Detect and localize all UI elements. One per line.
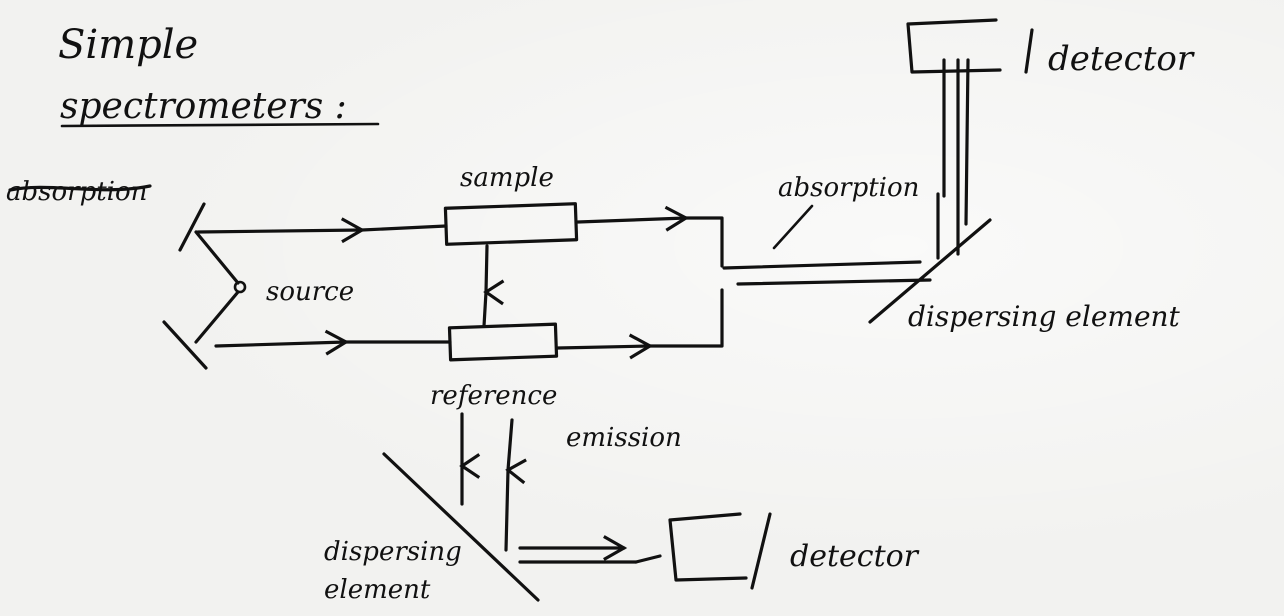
emission-arrow-right bbox=[508, 420, 512, 470]
label-detector-top: detector bbox=[1048, 39, 1195, 79]
detector-bottom-right-edge bbox=[752, 514, 770, 588]
lower-mirror bbox=[164, 322, 206, 368]
label-dispersing-bottom-1: dispersing bbox=[324, 537, 462, 567]
beam-to-sample bbox=[198, 230, 362, 232]
title-line-1: Simple bbox=[58, 22, 198, 68]
emission-line-right bbox=[506, 470, 508, 550]
detector-bottom-box bbox=[670, 514, 746, 580]
reference-output-path bbox=[650, 290, 722, 346]
reference-cell bbox=[449, 324, 556, 360]
combined-beam-lower bbox=[738, 280, 930, 284]
label-absorption-right: absorption bbox=[778, 173, 919, 203]
label-detector-bottom: detector bbox=[790, 539, 920, 574]
sample-to-reference-line bbox=[484, 292, 486, 326]
detector-top-right-edge bbox=[1026, 30, 1032, 72]
beam-into-sample bbox=[362, 226, 446, 230]
label-dispersing-bottom-2: element bbox=[324, 575, 431, 605]
label-emission: emission bbox=[566, 423, 682, 453]
beam-to-reference bbox=[216, 342, 346, 346]
sample-cell bbox=[445, 204, 576, 245]
sample-output-beam bbox=[578, 218, 686, 222]
absorption-pointer bbox=[774, 206, 812, 248]
source-to-upper-mirror bbox=[196, 232, 238, 283]
source-to-lower-mirror bbox=[196, 292, 238, 342]
label-sample: sample bbox=[460, 163, 554, 193]
detector-top-box bbox=[908, 20, 1000, 72]
label-absorption-left: absorption bbox=[6, 177, 147, 207]
beam-to-detector-left bbox=[938, 60, 944, 258]
beam-to-detector-bottom-end bbox=[636, 556, 660, 562]
label-reference: reference bbox=[430, 381, 557, 411]
sample-to-reference-arrow bbox=[486, 246, 487, 292]
title-line-2: spectrometers : bbox=[60, 86, 347, 127]
reference-output-beam bbox=[558, 346, 650, 348]
label-dispersing-element-right: dispersing element bbox=[908, 300, 1181, 333]
label-source: source bbox=[266, 277, 354, 307]
combined-beam-upper bbox=[724, 262, 920, 268]
upper-mirror bbox=[180, 204, 204, 250]
beam-to-detector-right bbox=[966, 60, 968, 224]
sample-output-path bbox=[686, 218, 722, 266]
